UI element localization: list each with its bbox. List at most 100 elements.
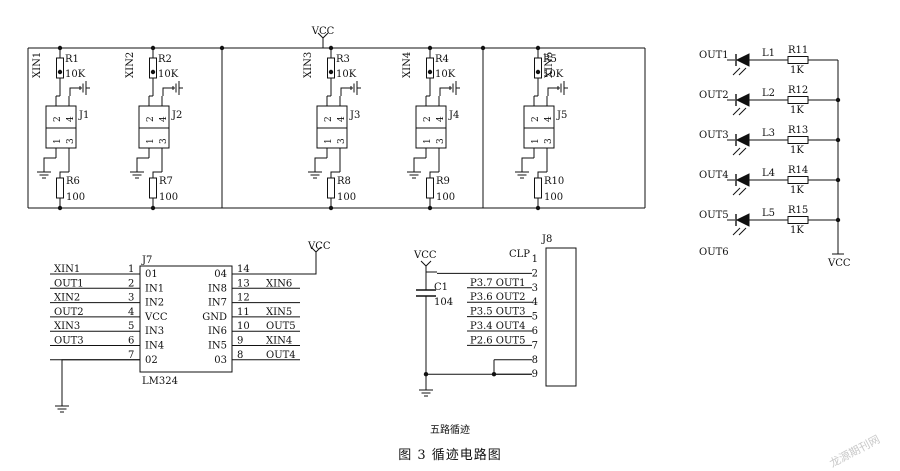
stage-3-xin-dot: [328, 69, 334, 75]
stage-2-gnd-wire: [162, 87, 175, 96]
figure-caption: 图 3 循迹电路图: [398, 448, 502, 463]
lm324-right-pin-8-net: OUT4: [266, 350, 296, 361]
lm324-vcc-arrow: [310, 246, 322, 253]
led-row-5-led-symbol: [735, 213, 750, 227]
led-row-1-ray-1: [732, 67, 741, 76]
stage-3-rtop-val: 10K: [336, 69, 357, 80]
stage-4-rtop-val: 10K: [435, 69, 456, 80]
j8-pin-6-net: P3.4 OUT4: [470, 321, 525, 332]
stage-4-pin-3: 3: [436, 138, 446, 144]
led-row-2-led-symbol: [735, 93, 750, 107]
j8-vcc-arrow: [420, 260, 432, 267]
stage-2-pin-1: 1: [146, 138, 156, 144]
stage-4-rtop-ref: R4: [435, 54, 449, 65]
j8-pin-7-num: 7: [532, 340, 538, 351]
stage-3-rbot-ref: R8: [337, 176, 351, 187]
j8-pin-2-num: 2: [532, 268, 538, 279]
stage-2-rbot-ref: R7: [159, 176, 173, 187]
j8-pin-4-num: 4: [532, 297, 538, 308]
stage-3-resistor-top: [327, 57, 335, 79]
stage-5-rbot-val: 100: [544, 192, 563, 203]
led-row-5-out-label: OUT5: [699, 210, 729, 221]
led-row-5-bus-dot: [835, 217, 841, 223]
lm324-right-pin-14-num: 14: [237, 264, 250, 275]
lm324-left-pin-5-num: 5: [128, 321, 134, 332]
stage-5-xin-label: XIN5: [544, 52, 555, 78]
stage-3-pin-1: 1: [324, 138, 334, 144]
lm324-right-pin-11-name: GND: [202, 312, 227, 323]
stage-3-rbot-wire: [330, 171, 340, 178]
stage-2-jack-ref: J2: [171, 110, 182, 121]
led-row-1-out-label: OUT1: [699, 50, 729, 61]
lm324-right-pin-12-name: IN7: [208, 298, 227, 309]
lm324-left-pin-4-name: VCC: [144, 312, 168, 323]
stage-1-xin-dot: [57, 69, 63, 75]
stage-5-resistor-top: [534, 57, 542, 79]
lm324-vcc-wire: [300, 252, 317, 275]
stage-4-resistor-bot: [426, 177, 434, 199]
out6-label: OUT6: [699, 247, 729, 258]
stage-1-rbot-ref: R6: [66, 176, 80, 187]
stage-3-gnd-wire: [340, 87, 353, 96]
lm324-left-pin-1-name: 01: [145, 269, 158, 280]
lm324-right-pin-12-num: 12: [237, 293, 250, 304]
stage-1-pin-1: 1: [53, 138, 63, 144]
stage-4-pin-1: 1: [423, 138, 433, 144]
stage-4-jack: [415, 105, 447, 149]
cap-val: 104: [434, 297, 453, 308]
stage-4-rbot-val: 100: [436, 192, 455, 203]
lm324-left-pin-3-num: 3: [128, 293, 134, 304]
lm324-left-pin-3-net: XIN2: [54, 293, 80, 304]
stage-5-pin-3: 3: [544, 138, 554, 144]
led-row-5-res-ref: R15: [788, 205, 808, 216]
stage-5-jack: [523, 105, 555, 149]
led-row-5-ray-2: [738, 227, 747, 236]
stage-1-resistor-top: [56, 57, 64, 79]
stage-2-gnd2-wire: [136, 157, 149, 168]
lm324-left-pin-2-name: IN1: [145, 283, 164, 294]
stage-4-pin-2: 2: [423, 116, 433, 122]
stage-2-pin-3: 3: [159, 138, 169, 144]
led-row-2-ray-1: [732, 107, 741, 116]
led-row-1-ray-2: [738, 67, 747, 76]
led-row-3-ray-2: [738, 147, 747, 156]
led-row-3-out-label: OUT3: [699, 130, 729, 141]
lm324-gnd-wire: [61, 359, 140, 402]
stage-2-rtop-ref: R2: [158, 54, 172, 65]
lm324-left-pin-6-net: OUT3: [54, 336, 84, 347]
lm324-right-pin-9-name: IN5: [208, 341, 227, 352]
lm324-right-pin-10-num: 10: [237, 321, 250, 332]
stage-3-xin-label: XIN3: [303, 52, 314, 78]
led-row-1-resistor: [787, 56, 809, 64]
stage-4-resistor-top: [426, 57, 434, 79]
stage-1-pin-2: 2: [53, 116, 63, 122]
led-row-3-res-ref: R13: [788, 125, 808, 136]
stage-5-pin-2: 2: [531, 116, 541, 122]
led-row-5-resistor: [787, 216, 809, 224]
led-vcc-label: VCC: [827, 258, 851, 269]
lm324-left-pin-4-net: OUT2: [54, 307, 84, 318]
lm324-right-pin-9-num: 9: [237, 336, 243, 347]
stage-5-gnd-wire: [547, 87, 560, 96]
stage-5-rtop-ref: R5: [543, 54, 557, 65]
lm324-left-pin-5-net: XIN3: [54, 321, 80, 332]
rail-junction-top-1: [480, 45, 486, 51]
led-row-5-ray-1: [732, 227, 741, 236]
led-row-1-res-ref: R11: [788, 45, 808, 56]
stage-5-rbot-ref: R10: [544, 176, 564, 187]
led-row-4-ray-1: [732, 187, 741, 196]
lm324-right-pin-11-num: 11: [237, 307, 250, 318]
cap-ref: C1: [434, 282, 448, 293]
stage-1-xin-label: XIN1: [32, 52, 43, 78]
lm324-left-pin-2-num: 2: [128, 278, 134, 289]
lm324-left-pin-6-num: 6: [128, 336, 134, 347]
led-row-3-ray-1: [732, 147, 741, 156]
led-row-1-led-symbol: [735, 53, 750, 67]
led-row-3-res-val: 1K: [790, 145, 804, 156]
j8-pin-6-num: 6: [532, 326, 538, 337]
stage-4-gnd-wire: [439, 87, 452, 96]
stage-2-jack: [138, 105, 170, 149]
led-row-2-ray-2: [738, 107, 747, 116]
led-row-4-led-ref: L4: [762, 168, 775, 179]
lm324-left-pin-7-num: 7: [128, 350, 134, 361]
